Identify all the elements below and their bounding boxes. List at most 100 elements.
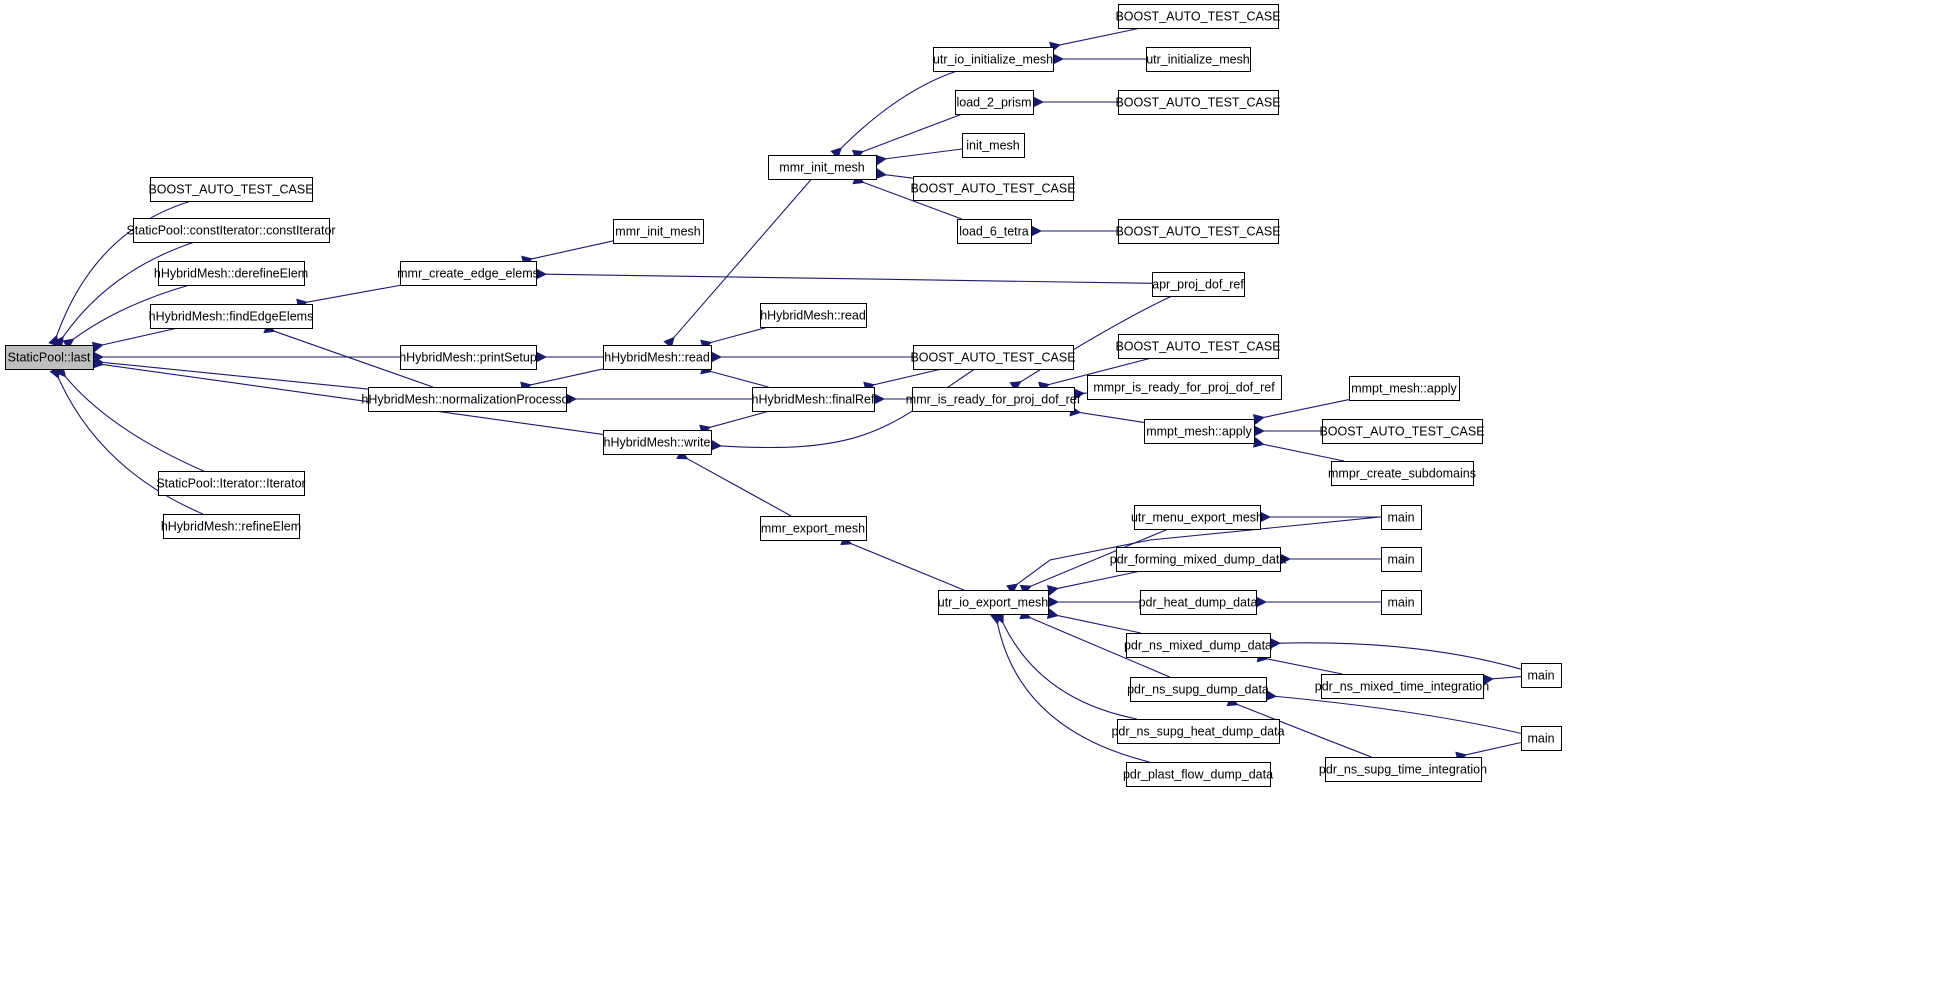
graph-node[interactable]: BOOST_AUTO_TEST_CASE: [1319, 419, 1485, 444]
node-label: BOOST_AUTO_TEST_CASE: [910, 182, 1075, 196]
node-box: [1118, 219, 1279, 244]
graph-node[interactable]: pdr_forming_mixed_dump_data: [1110, 547, 1287, 572]
node-box: [752, 387, 875, 412]
node-label: utr_menu_export_mesh: [1131, 511, 1263, 525]
edge-n39-to-n24: [990, 612, 1150, 763]
node-label: BOOST_AUTO_TEST_CASE: [1319, 425, 1484, 439]
graph-node[interactable]: pdr_ns_mixed_time_integration: [1315, 674, 1489, 699]
edge-n29-to-n10: [536, 268, 1153, 284]
graph-node[interactable]: BOOST_AUTO_TEST_CASE: [1115, 334, 1281, 359]
node-box: [1521, 663, 1562, 688]
node-box: [1130, 677, 1267, 702]
graph-node[interactable]: main: [1521, 726, 1562, 751]
graph-node[interactable]: mmr_create_edge_elems: [397, 261, 539, 286]
edge-n34-to-n24: [1046, 570, 1141, 596]
graph-node[interactable]: utr_menu_export_mesh: [1131, 505, 1263, 530]
node-label: mmpt_mesh::apply: [1146, 425, 1252, 439]
graph-node[interactable]: mmpr_is_ready_for_proj_dof_ref: [1087, 375, 1282, 400]
graph-node[interactable]: BOOST_AUTO_TEST_CASE: [910, 176, 1076, 201]
graph-node[interactable]: hHybridMesh::read: [760, 303, 867, 328]
graph-node[interactable]: BOOST_AUTO_TEST_CASE: [1115, 219, 1281, 244]
graph-node[interactable]: StaticPool::constIterator::constIterator: [126, 218, 336, 243]
graph-node[interactable]: utr_io_export_mesh: [938, 590, 1049, 615]
graph-node[interactable]: pdr_ns_supg_heat_dump_data: [1111, 719, 1285, 744]
graph-node[interactable]: hHybridMesh::printSetup: [399, 345, 537, 370]
graph-node[interactable]: main: [1381, 590, 1422, 615]
graph-node[interactable]: StaticPool::Iterator::Iterator: [156, 471, 306, 496]
graph-node[interactable]: hHybridMesh::findEdgeElems: [149, 304, 314, 329]
graph-node[interactable]: init_mesh: [962, 133, 1025, 158]
graph-node[interactable]: pdr_ns_mixed_dump_data: [1124, 633, 1272, 658]
node-label: hHybridMesh::read: [760, 309, 866, 323]
graph-node[interactable]: load_6_tetra: [957, 219, 1032, 244]
edge-n8-to-n0: [54, 365, 204, 472]
graph-node[interactable]: main: [1381, 505, 1422, 530]
node-box: [913, 345, 1074, 370]
graph-node[interactable]: mmr_is_ready_for_proj_dof_ref: [906, 387, 1081, 412]
graph-node[interactable]: BOOST_AUTO_TEST_CASE: [148, 177, 314, 202]
node-label: StaticPool::last: [8, 351, 91, 365]
node-label: main: [1527, 669, 1554, 683]
graph-node[interactable]: hHybridMesh::finalRef: [752, 387, 875, 412]
edge-n40-to-n32: [1252, 398, 1350, 425]
edge-n20-to-n13: [875, 168, 914, 180]
graph-node[interactable]: utr_initialize_mesh: [1146, 47, 1251, 72]
node-label: pdr_ns_mixed_dump_data: [1124, 639, 1272, 653]
node-label: hHybridMesh::finalRef: [752, 393, 875, 407]
graph-node[interactable]: mmr_init_mesh: [768, 155, 877, 180]
graph-node[interactable]: BOOST_AUTO_TEST_CASE: [1115, 90, 1281, 115]
node-label: pdr_ns_supg_heat_dump_data: [1111, 725, 1284, 739]
graph-node[interactable]: mmr_init_mesh: [613, 219, 704, 244]
graph-node[interactable]: BOOST_AUTO_TEST_CASE: [910, 345, 1076, 370]
graph-node[interactable]: mmpt_mesh::apply: [1144, 419, 1255, 444]
node-label: BOOST_AUTO_TEST_CASE: [1115, 10, 1280, 24]
graph-node[interactable]: mmr_export_mesh: [760, 516, 867, 541]
node-box: [613, 219, 704, 244]
node-box: [912, 387, 1075, 412]
node-label: mmr_is_ready_for_proj_dof_ref: [906, 393, 1081, 407]
graph-node[interactable]: mmpt_mesh::apply: [1349, 376, 1460, 401]
node-label: pdr_heat_dump_data: [1139, 596, 1258, 610]
edge-n47-to-n37: [1226, 695, 1372, 758]
graph-node[interactable]: hHybridMesh::write: [603, 430, 712, 455]
node-box: [1321, 674, 1484, 699]
graph-node[interactable]: hHybridMesh::normalizationProcessor: [361, 387, 573, 412]
node-label: StaticPool::Iterator::Iterator: [156, 477, 305, 491]
node-label: mmpr_is_ready_for_proj_dof_ref: [1093, 381, 1275, 395]
graph-node[interactable]: utr_io_initialize_mesh: [933, 47, 1054, 72]
graph-node[interactable]: main: [1381, 547, 1422, 572]
graph-node[interactable]: pdr_ns_supg_dump_data: [1127, 677, 1269, 702]
graph-node[interactable]: apr_proj_dof_ref: [1152, 272, 1245, 297]
node-label: main: [1387, 553, 1414, 567]
node-label: StaticPool::constIterator::constIterator: [126, 224, 335, 238]
graph-node[interactable]: hHybridMesh::read: [603, 345, 712, 370]
graph-node[interactable]: hHybridMesh::refineElem: [161, 514, 301, 539]
node-box: [913, 176, 1074, 201]
node-box: [368, 387, 567, 412]
edges-layer: [48, 27, 1522, 763]
graph-node[interactable]: main: [1521, 663, 1562, 688]
graph-node[interactable]: pdr_plast_flow_dump_data: [1123, 762, 1273, 787]
edge-n12-to-n10: [521, 240, 614, 267]
graph-node[interactable]: BOOST_AUTO_TEST_CASE: [1115, 4, 1281, 29]
node-label: utr_io_initialize_mesh: [933, 53, 1053, 67]
node-box: [603, 430, 712, 455]
edge-n37-to-n24: [1019, 608, 1170, 678]
edge-n25-to-n17: [1049, 27, 1141, 53]
node-box: [1381, 590, 1422, 615]
graph-node[interactable]: hHybridMesh::derefineElem: [154, 261, 308, 286]
node-label: pdr_ns_supg_time_integration: [1319, 763, 1487, 777]
node-label: hHybridMesh::normalizationProcessor: [361, 393, 572, 407]
edge-n2-to-n0: [52, 241, 195, 349]
graph-node[interactable]: load_2_prism: [955, 90, 1034, 115]
edge-n48-to-n46: [1482, 674, 1522, 686]
edge-n18-to-n13: [851, 113, 963, 161]
graph-node[interactable]: mmpr_create_subdomains: [1328, 461, 1476, 486]
graph-node[interactable]: pdr_heat_dump_data: [1139, 590, 1258, 615]
node-box: [1140, 590, 1257, 615]
root-node[interactable]: StaticPool::last: [5, 345, 94, 370]
node-box: [1322, 419, 1483, 444]
edge-n32-to-n23: [1069, 405, 1145, 423]
graph-node[interactable]: pdr_ns_supg_time_integration: [1319, 757, 1487, 782]
